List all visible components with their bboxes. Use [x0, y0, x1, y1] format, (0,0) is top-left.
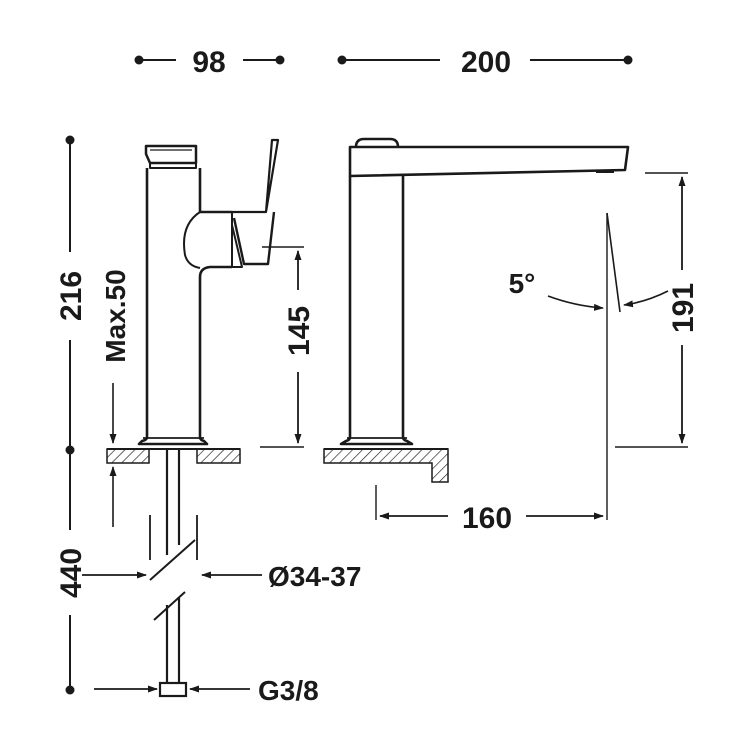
dim-label-216: 216 — [55, 271, 88, 321]
dim-label-connection: G3/8 — [258, 675, 319, 706]
counter-right — [323, 448, 449, 483]
dim-label-200: 200 — [461, 46, 511, 79]
dim-left-216: 216 — [55, 135, 88, 455]
dim-label-angle: 5° — [509, 268, 536, 299]
dim-spout-height: 145 — [260, 246, 316, 448]
dim-left-440: 440 — [55, 450, 88, 695]
faucet-side-view — [137, 138, 280, 446]
dim-label-max50: Max.50 — [100, 269, 131, 362]
dim-outlet-height: 191 — [615, 172, 700, 448]
dim-label-145: 145 — [283, 306, 316, 356]
dim-label-160: 160 — [462, 502, 512, 535]
dim-spout-reach: 160 — [375, 213, 608, 535]
dim-label-440: 440 — [55, 548, 88, 598]
dim-top-left: 98 — [134, 46, 285, 79]
dim-hole-diameter: Ø34-37 — [82, 561, 361, 592]
dim-outlet-angle: 5° — [509, 212, 669, 313]
dim-connection: G3/8 — [94, 675, 319, 706]
dim-label-191: 191 — [667, 283, 700, 333]
counter-left — [106, 448, 241, 464]
supply-hose — [149, 449, 198, 698]
dim-label-diameter: Ø34-37 — [268, 561, 361, 592]
dim-top-right: 200 — [337, 46, 633, 79]
dim-label-98: 98 — [192, 46, 225, 79]
faucet-front-view — [339, 137, 630, 446]
dim-max-thickness: Max.50 — [100, 269, 131, 527]
